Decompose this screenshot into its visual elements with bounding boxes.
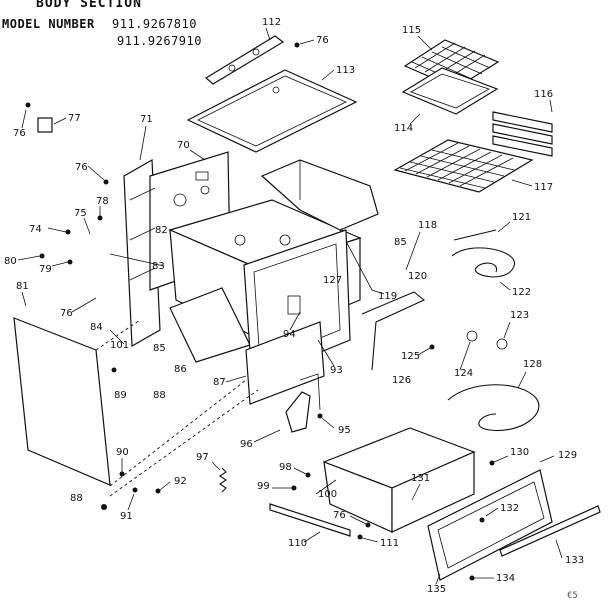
label-118: 118 (418, 220, 437, 231)
part-135-drawer-front (427, 469, 553, 581)
label-76a: 76 (316, 35, 329, 46)
label-85b: 85 (153, 343, 166, 354)
part-117-oven-rack (393, 139, 534, 193)
label-130: 130 (510, 447, 529, 458)
part-120-126-gasket (361, 291, 426, 371)
leader-lines (17, 27, 563, 585)
label-94: 94 (283, 329, 296, 340)
label-98: 98 (279, 462, 292, 473)
label-117: 117 (534, 182, 553, 193)
label-119: 119 (378, 291, 397, 302)
part-85-duct (260, 159, 385, 295)
label-122: 122 (512, 287, 531, 298)
label-70: 70 (177, 140, 190, 151)
part-113-top-panel (186, 69, 358, 153)
part-133-drawer-rail (269, 503, 601, 557)
label-79: 79 (39, 264, 52, 275)
label-86: 86 (174, 364, 187, 375)
label-100: 100 (318, 489, 337, 500)
part-97-spring (219, 467, 227, 493)
part-116-rack-supports (492, 111, 553, 157)
callout-labels: 112 76 113 115 116 76 77 71 70 114 117 7… (4, 17, 584, 595)
label-135: 135 (427, 584, 446, 595)
label-83: 83 (152, 261, 165, 272)
part-84-side-panel (13, 317, 117, 510)
label-128: 128 (523, 359, 542, 370)
model-number-label: MODEL NUMBER (2, 17, 95, 31)
part-77-clip (25, 102, 53, 133)
part-128-broil-element (447, 384, 540, 432)
label-88b: 88 (70, 493, 83, 504)
label-96: 96 (240, 439, 253, 450)
part-114-broiler-pan (401, 67, 499, 115)
label-74: 74 (29, 224, 42, 235)
part-122-bake-element (451, 229, 515, 278)
label-97: 97 (196, 452, 209, 463)
label-127: 127 (323, 275, 342, 286)
label-115: 115 (402, 25, 421, 36)
section-title: BODY SECTION (36, 0, 142, 11)
label-77: 77 (68, 113, 81, 124)
label-89: 89 (114, 390, 127, 401)
label-123: 123 (510, 310, 529, 321)
label-101: 101 (110, 340, 129, 351)
label-87: 87 (213, 377, 226, 388)
part-93-door-frame (245, 321, 325, 405)
label-120: 120 (408, 271, 427, 282)
label-132: 132 (500, 503, 519, 514)
label-76e: 76 (333, 510, 346, 521)
label-133: 133 (565, 555, 584, 566)
label-93: 93 (330, 365, 343, 376)
label-92: 92 (174, 476, 187, 487)
label-76d: 76 (60, 308, 73, 319)
assembly-leaders (95, 319, 259, 497)
label-71: 71 (140, 114, 153, 125)
label-131: 131 (411, 473, 430, 484)
label-84: 84 (90, 322, 103, 333)
label-121: 121 (512, 212, 531, 223)
label-91: 91 (120, 511, 133, 522)
model-number-1: 911.9267810 (112, 17, 197, 31)
label-81: 81 (16, 281, 29, 292)
label-78: 78 (96, 196, 109, 207)
label-112: 112 (262, 17, 281, 28)
label-111: 111 (380, 538, 399, 549)
label-85a: 85 (394, 237, 407, 248)
label-113: 113 (336, 65, 355, 76)
page-mark: €5 (567, 591, 578, 601)
label-90: 90 (116, 447, 129, 458)
label-114: 114 (394, 123, 413, 134)
label-76b: 76 (13, 128, 26, 139)
label-95: 95 (338, 425, 351, 436)
label-124: 124 (454, 368, 473, 379)
part-100-drawer (322, 427, 476, 533)
label-99: 99 (257, 481, 270, 492)
label-116: 116 (534, 89, 553, 100)
label-134: 134 (496, 573, 515, 584)
label-75: 75 (74, 208, 87, 219)
label-125: 125 (401, 351, 420, 362)
label-88a: 88 (153, 390, 166, 401)
label-126: 126 (392, 375, 411, 386)
part-112-top-trim (204, 35, 285, 85)
part-96-hinge (285, 373, 321, 433)
label-80: 80 (4, 256, 17, 267)
label-76c: 76 (75, 162, 88, 173)
model-number-2: 911.9267910 (117, 34, 202, 48)
label-82: 82 (155, 225, 168, 236)
label-129: 129 (558, 450, 577, 461)
label-110: 110 (288, 538, 307, 549)
